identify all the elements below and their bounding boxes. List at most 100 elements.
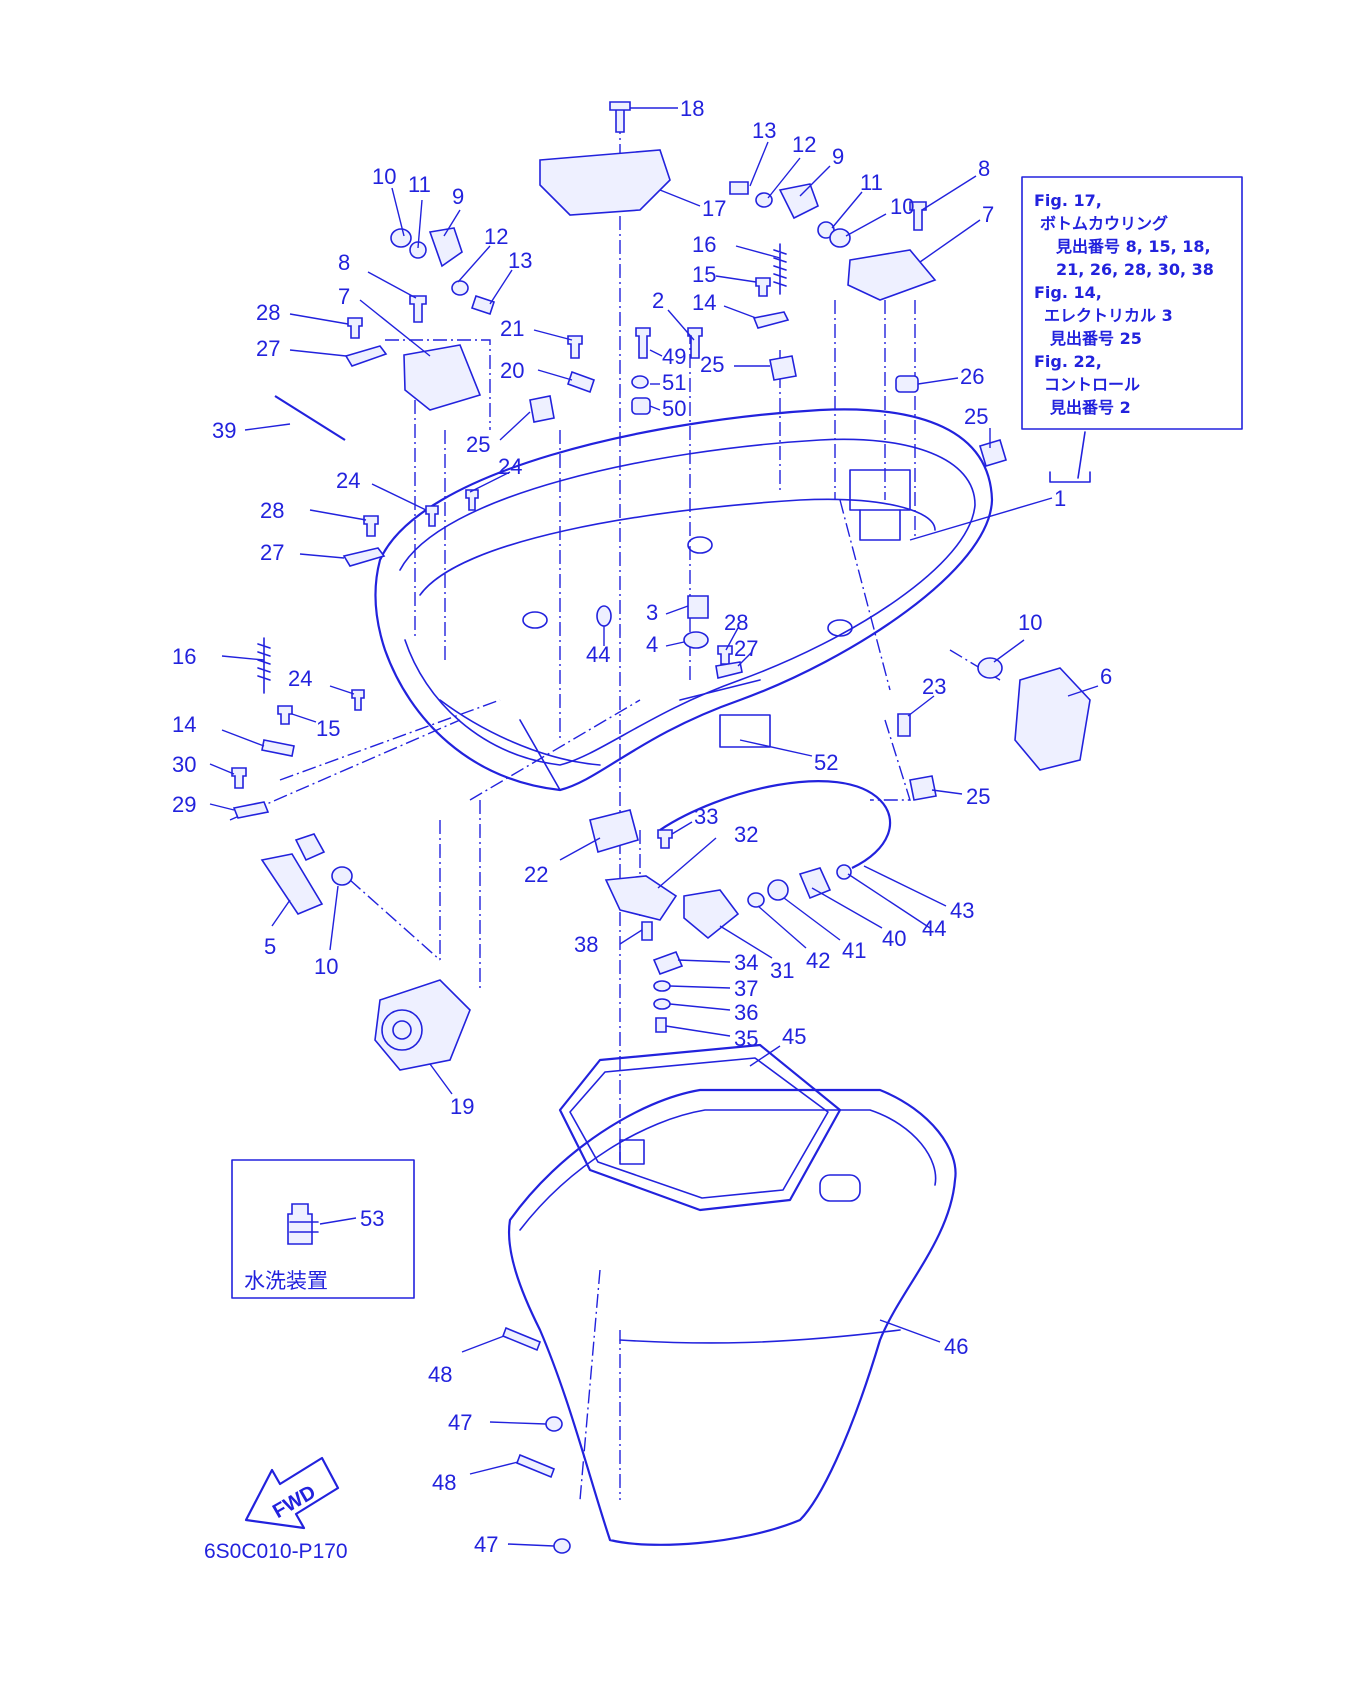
callout-28: 28 bbox=[256, 300, 280, 325]
flushing-device-inset: 水洗装置 bbox=[231, 1159, 415, 1299]
note-line: Fig. 22, bbox=[1034, 352, 1102, 371]
callout-10: 10 bbox=[890, 194, 914, 219]
callout-52: 52 bbox=[814, 750, 838, 775]
note-line: Fig. 14, bbox=[1034, 283, 1102, 302]
callout-16: 16 bbox=[172, 644, 196, 669]
callout-19: 19 bbox=[450, 1094, 474, 1119]
callout-38: 38 bbox=[574, 932, 598, 957]
callout-1: 1 bbox=[1054, 486, 1066, 511]
callout-47: 47 bbox=[474, 1532, 498, 1557]
callout-12: 12 bbox=[792, 132, 816, 157]
callout-5: 5 bbox=[264, 934, 276, 959]
callout-8: 8 bbox=[338, 250, 350, 275]
callout-34: 34 bbox=[734, 950, 758, 975]
note-line: エレクトリカル 3 bbox=[1044, 306, 1173, 325]
callout-11: 11 bbox=[408, 172, 431, 197]
note-line: ボトムカウリング bbox=[1040, 214, 1168, 233]
callout-44: 44 bbox=[586, 642, 610, 667]
assembly-lines bbox=[229, 120, 1001, 1501]
callout-24: 24 bbox=[288, 666, 312, 691]
callout-27: 27 bbox=[734, 636, 758, 661]
callout-48: 48 bbox=[432, 1470, 456, 1495]
callout-22: 22 bbox=[524, 862, 548, 887]
bottom-cowling bbox=[374, 408, 994, 792]
callout-28: 28 bbox=[260, 498, 284, 523]
callout-17: 17 bbox=[702, 196, 726, 221]
callout-25: 25 bbox=[966, 784, 990, 809]
note-line: 見出番号 2 bbox=[1049, 398, 1131, 417]
callout-51: 51 bbox=[662, 370, 686, 395]
callout-49: 49 bbox=[662, 344, 686, 369]
callout-20: 20 bbox=[500, 358, 524, 383]
callout-41: 41 bbox=[842, 938, 866, 963]
callout-33: 33 bbox=[694, 804, 718, 829]
callout-26: 26 bbox=[960, 364, 984, 389]
callout-24: 24 bbox=[336, 468, 360, 493]
callout-13: 13 bbox=[752, 118, 776, 143]
callout-53: 53 bbox=[360, 1206, 384, 1231]
note-line: 見出番号 8, 15, 18, bbox=[1055, 237, 1211, 256]
callout-25: 25 bbox=[964, 404, 988, 429]
callout-16: 16 bbox=[692, 232, 716, 257]
callout-32: 32 bbox=[734, 822, 758, 847]
callout-42: 42 bbox=[806, 948, 830, 973]
lower-casing bbox=[508, 1043, 957, 1546]
callout-23: 23 bbox=[922, 674, 946, 699]
callout-7: 7 bbox=[982, 202, 994, 227]
callout-24: 24 bbox=[498, 454, 522, 479]
callout-8: 8 bbox=[978, 156, 990, 181]
callout-48: 48 bbox=[428, 1362, 452, 1387]
callout-36: 36 bbox=[734, 1000, 758, 1025]
callout-10: 10 bbox=[314, 954, 338, 979]
callout-29: 29 bbox=[172, 792, 196, 817]
callout-28: 28 bbox=[724, 610, 748, 635]
note-line: Fig. 17, bbox=[1034, 191, 1102, 210]
callout-7: 7 bbox=[338, 284, 350, 309]
callout-6: 6 bbox=[1100, 664, 1112, 689]
callout-2: 2 bbox=[652, 288, 664, 313]
callout-10: 10 bbox=[1018, 610, 1042, 635]
callout-11: 11 bbox=[860, 170, 883, 195]
callout-4: 4 bbox=[646, 632, 658, 657]
forward-arrow-icon: FWD bbox=[244, 1456, 340, 1530]
callout-43: 43 bbox=[950, 898, 974, 923]
callout-35: 35 bbox=[734, 1026, 758, 1051]
callout-15: 15 bbox=[692, 262, 716, 287]
callout-31: 31 bbox=[770, 958, 794, 983]
diagram-code: 6S0C010-P170 bbox=[204, 1540, 348, 1563]
note-line: コントロール bbox=[1044, 375, 1140, 394]
note-line: 見出番号 25 bbox=[1049, 329, 1142, 348]
callout-50: 50 bbox=[662, 396, 686, 421]
callout-25: 25 bbox=[466, 432, 490, 457]
note-line: 21, 26, 28, 30, 38 bbox=[1056, 260, 1214, 279]
callout-numbers: 18 17 13 12 9 11 10 8 7 10 11 9 12 13 8 … bbox=[172, 96, 1112, 1557]
callout-45: 45 bbox=[782, 1024, 806, 1049]
callout-10: 10 bbox=[372, 164, 396, 189]
callout-13: 13 bbox=[508, 248, 532, 273]
callout-39: 39 bbox=[212, 418, 236, 443]
callout-44: 44 bbox=[922, 916, 946, 941]
callout-14: 14 bbox=[692, 290, 716, 315]
leader-lines bbox=[209, 107, 1099, 1547]
callout-21: 21 bbox=[500, 316, 524, 341]
callout-9: 9 bbox=[832, 144, 844, 169]
callout-30: 30 bbox=[172, 752, 196, 777]
reference-note-box: Fig. 17, ボトムカウリング 見出番号 8, 15, 18, 21, 26… bbox=[1021, 176, 1243, 483]
callout-12: 12 bbox=[484, 224, 508, 249]
callout-37: 37 bbox=[734, 976, 758, 1001]
callout-25: 25 bbox=[700, 352, 724, 377]
callout-47: 47 bbox=[448, 1410, 472, 1435]
callout-9: 9 bbox=[452, 184, 464, 209]
callout-15: 15 bbox=[316, 716, 340, 741]
callout-18: 18 bbox=[680, 96, 704, 121]
callout-27: 27 bbox=[260, 540, 284, 565]
inset-label: 水洗装置 bbox=[244, 1270, 328, 1293]
callout-46: 46 bbox=[944, 1334, 968, 1359]
callout-14: 14 bbox=[172, 712, 196, 737]
callout-3: 3 bbox=[646, 600, 658, 625]
callout-27: 27 bbox=[256, 336, 280, 361]
small-parts bbox=[231, 101, 1091, 1554]
fwd-label: FWD bbox=[269, 1481, 319, 1523]
callout-40: 40 bbox=[882, 926, 906, 951]
